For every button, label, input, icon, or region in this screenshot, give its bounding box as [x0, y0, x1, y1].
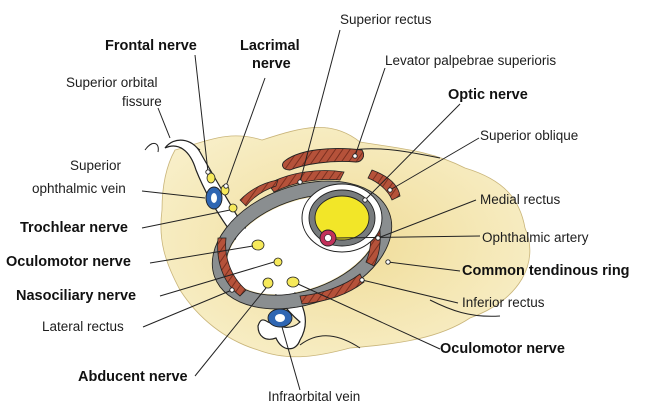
label-abducent-nerve: Abducent nerve [78, 369, 188, 385]
label-lacrimal-nerve-line1: Lacrimal [240, 38, 300, 54]
label-oculomotor-nerve-left: Oculomotor nerve [6, 254, 131, 270]
ophthalmic-artery-lumen [325, 235, 332, 242]
label-superior-orbital-fissure-line2: fissure [122, 94, 162, 109]
superior-ophthalmic-vein-lumen [211, 193, 217, 203]
label-superior-orbital-fissure-line1: Superior orbital [66, 75, 158, 90]
abducent-nerve-shape [263, 278, 273, 288]
label-superior-oblique: Superior oblique [480, 128, 578, 143]
label-infraorbital-vein: Infraorbital vein [268, 389, 360, 404]
label-common-tendinous-ring: Common tendinous ring [462, 263, 630, 279]
label-superior-ophthalmic-vein-line1: Superior [70, 158, 122, 173]
oculomotor-inferior-shape [287, 277, 299, 287]
label-inferior-rectus: Inferior rectus [462, 295, 545, 310]
label-oculomotor-nerve-right: Oculomotor nerve [440, 341, 565, 357]
oculomotor-superior-shape [252, 240, 264, 250]
label-medial-rectus: Medial rectus [480, 192, 561, 207]
nasociliary-nerve-shape [274, 258, 282, 266]
label-superior-rectus: Superior rectus [340, 12, 432, 27]
label-nasociliary-nerve: Nasociliary nerve [16, 288, 136, 304]
label-lateral-rectus: Lateral rectus [42, 319, 124, 334]
label-levator-palpebrae: Levator palpebrae superioris [385, 53, 556, 68]
label-ophthalmic-artery: Ophthalmic artery [482, 230, 589, 245]
infraorbital-vein-lumen [275, 314, 285, 322]
trochlear-nerve-shape [229, 204, 237, 212]
label-frontal-nerve: Frontal nerve [105, 38, 197, 54]
label-optic-nerve: Optic nerve [448, 87, 528, 103]
label-superior-ophthalmic-vein-line2: ophthalmic vein [32, 181, 126, 196]
label-trochlear-nerve: Trochlear nerve [20, 220, 128, 236]
label-lacrimal-nerve-line2: nerve [252, 56, 291, 72]
